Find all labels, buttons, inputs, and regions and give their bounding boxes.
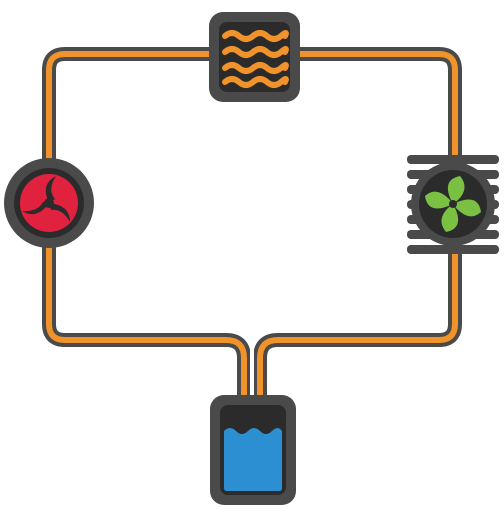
- radiator: [209, 12, 300, 102]
- fan-icon: [425, 176, 481, 232]
- pump: [4, 158, 94, 248]
- coolant-reservoir-icon: [224, 428, 282, 491]
- fan-hub: [449, 200, 457, 208]
- reservoir: [210, 395, 296, 505]
- fan: [407, 155, 499, 254]
- tube-gap: [250, 345, 254, 415]
- tubing-loop: [42, 47, 462, 415]
- tri-blade-pump-icon: [22, 176, 70, 222]
- wavy-radiator-icon: [222, 30, 289, 88]
